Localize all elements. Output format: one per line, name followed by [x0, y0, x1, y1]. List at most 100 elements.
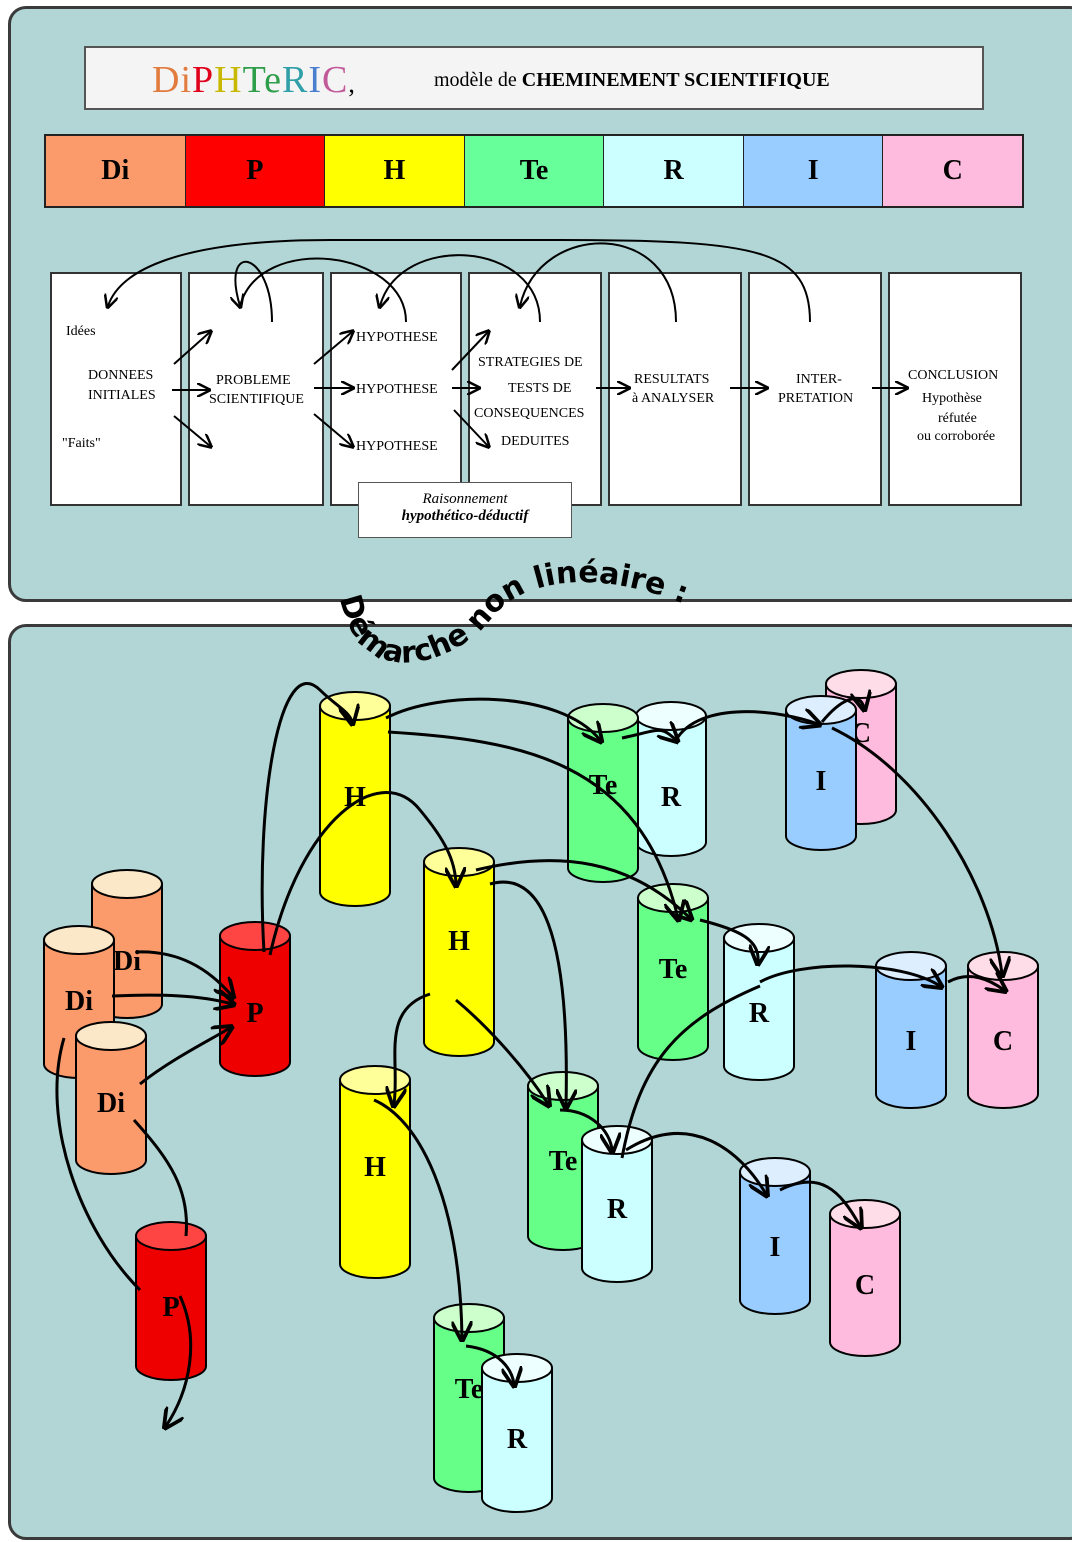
resultats-text-2: à ANALYSER — [632, 391, 715, 406]
title-part: I — [308, 59, 323, 101]
cylinder-top — [481, 1353, 553, 1383]
flow-box-conclusion — [888, 272, 1022, 506]
cylinder-r: R — [481, 1353, 553, 1513]
step-bar: Di P H Te R I C — [44, 134, 1024, 208]
step-c: C — [883, 136, 1023, 206]
cylinder-top — [423, 847, 495, 877]
cylinder-label: R — [507, 1424, 528, 1455]
cylinder-r: R — [581, 1125, 653, 1283]
cylinder-h: H — [423, 847, 495, 1057]
strat-text-1: STRATEGIES DE — [478, 355, 583, 370]
concl-text-2: Hypothèse — [922, 391, 982, 406]
title-part: H — [214, 59, 243, 101]
cylinder-label: R — [607, 1194, 628, 1225]
cylinder-body — [423, 861, 495, 1057]
cylinder-body — [967, 965, 1039, 1109]
cylinder-i: I — [739, 1157, 811, 1315]
probleme-text-2: SCIENTIFIQUE — [209, 392, 304, 407]
interp-text-1: INTER- — [796, 372, 842, 387]
reasoning-line-1: Raisonnement — [422, 491, 508, 507]
ideas-text: Idées — [66, 324, 96, 339]
flow-box-donnees — [50, 272, 182, 506]
concl-text-4: ou corroborée — [917, 429, 996, 444]
hypothese-text-3: HYPOTHESE — [356, 439, 438, 454]
cylinder-r: R — [723, 923, 795, 1081]
cylinder-body — [481, 1367, 553, 1513]
cylinder-top — [829, 1199, 901, 1229]
cylinder-c: C — [967, 951, 1039, 1109]
cylinder-label: I — [816, 766, 827, 797]
step-r: R — [604, 136, 744, 206]
cylinder-top — [135, 1221, 207, 1251]
reasoning-box: Raisonnement hypothético-déductif — [358, 482, 572, 538]
cylinder-label: Te — [549, 1146, 578, 1177]
cylinder-body — [219, 935, 291, 1077]
cylinder-top — [967, 951, 1039, 981]
cylinder-top — [433, 1303, 505, 1333]
strat-text-4: DEDUITES — [501, 434, 570, 449]
handwritten-title: Démarche non linéaire : — [332, 555, 694, 671]
cylinder-di: Di — [75, 1021, 147, 1175]
subtitle-bold: CHEMINEMENT SCIENTIFIQUE — [521, 69, 830, 91]
cylinder-te: Te — [637, 883, 709, 1061]
cylinder-top — [875, 951, 947, 981]
cylinder-top — [43, 925, 115, 955]
hypothese-text-1: HYPOTHESE — [356, 330, 438, 345]
title-comma: , — [348, 69, 356, 98]
cylinder-label: R — [749, 998, 770, 1029]
cylinder-body — [319, 705, 391, 907]
cylinder-label: I — [906, 1026, 917, 1057]
cylinder-label: Di — [97, 1088, 125, 1119]
cylinder-label: P — [246, 998, 263, 1029]
title-part: Te — [242, 59, 283, 101]
cylinder-body — [875, 965, 947, 1109]
cylinder-body — [739, 1171, 811, 1315]
title-part: Di — [152, 59, 192, 101]
cylinder-p: P — [135, 1221, 207, 1381]
cylinder-label: P — [162, 1292, 179, 1323]
cylinder-body — [135, 1235, 207, 1381]
cylinder-label: C — [855, 1270, 875, 1301]
cylinder-i: I — [875, 951, 947, 1109]
cylinder-label: Te — [659, 954, 688, 985]
cylinder-top — [567, 703, 639, 733]
cylinder-top — [75, 1021, 147, 1051]
resultats-text-1: RESULTATS — [634, 372, 710, 387]
donnees-text-2: INITIALES — [88, 388, 156, 403]
cylinder-h: H — [319, 691, 391, 907]
cylinder-label: I — [770, 1232, 781, 1263]
reasoning-line-2: hypothético-déductif — [401, 508, 529, 524]
cylinder-label: Te — [589, 770, 618, 801]
cylinder-top — [319, 691, 391, 721]
faits-text: "Faits" — [62, 436, 101, 451]
step-di: Di — [46, 136, 186, 206]
flow-arrows — [172, 332, 906, 446]
cylinder-top — [219, 921, 291, 951]
handwritten-text: Démarche non linéaire : — [332, 555, 694, 671]
cylinder-body — [723, 937, 795, 1081]
cylinder-body — [75, 1035, 147, 1175]
step-i: I — [743, 136, 884, 206]
cylinder-body — [339, 1079, 411, 1279]
cylinder-label: Te — [455, 1374, 484, 1405]
feedback-loops — [108, 239, 811, 323]
cylinder-te: Te — [567, 703, 639, 883]
title-part: R — [282, 59, 309, 101]
cylinder-top — [723, 923, 795, 953]
cylinder-r: R — [635, 701, 707, 857]
donnees-text-1: DONNEES — [88, 368, 154, 383]
step-h: H — [325, 136, 465, 206]
bottom-arrows — [55, 681, 1004, 1426]
cylinder-label: C — [993, 1026, 1013, 1057]
step-p: P — [185, 136, 326, 206]
cylinder-top — [91, 869, 163, 899]
cylinder-label: H — [364, 1152, 386, 1183]
cylinder-top — [825, 669, 897, 699]
cylinder-h: H — [339, 1065, 411, 1279]
cylinder-body — [637, 897, 709, 1061]
step-te: Te — [464, 136, 605, 206]
concl-text-3: réfutée — [938, 411, 977, 426]
cylinder-top — [527, 1071, 599, 1101]
cylinder-body — [785, 709, 857, 851]
